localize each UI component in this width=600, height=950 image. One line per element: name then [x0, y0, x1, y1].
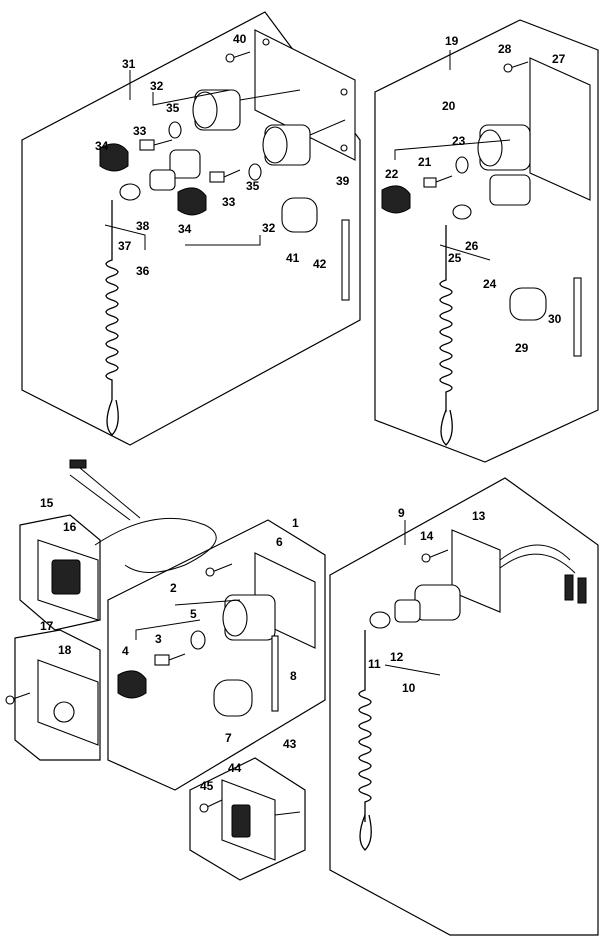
callout-22: 22: [385, 167, 399, 181]
callout-31: 31: [122, 57, 136, 71]
callout-19: 19: [445, 34, 459, 48]
callout-1: 1: [292, 516, 299, 530]
group-outline: [329, 477, 599, 936]
cap-4: [117, 670, 147, 699]
callout-15: 15: [40, 496, 54, 510]
group-outline: [374, 19, 599, 463]
callout-29: 29: [515, 341, 529, 355]
callout-7: 7: [225, 731, 232, 745]
callout-27: 27: [552, 52, 566, 66]
strap-30: [573, 277, 582, 357]
group-outline: [189, 757, 306, 881]
callout-32a: 32: [150, 79, 164, 93]
group-1-switch-assembly: [107, 519, 326, 791]
callout-21: 21: [418, 155, 432, 169]
callout-42: 42: [313, 257, 327, 271]
callout-44: 44: [228, 761, 242, 775]
cover-29: [509, 287, 547, 321]
callout-39: 39: [336, 174, 350, 188]
callout-12: 12: [390, 650, 404, 664]
rotary-knob: [53, 701, 75, 723]
callout-33a: 33: [133, 124, 147, 138]
callout-16: 16: [63, 520, 77, 534]
callout-30: 30: [548, 312, 562, 326]
lanyard-coil-left: [105, 200, 119, 400]
group-switch-panel-15: [19, 459, 217, 631]
callout-32b: 32: [262, 221, 276, 235]
mounting-plate-27: [529, 57, 591, 201]
callout-9: 9: [398, 506, 405, 520]
group-9-lanyard-switch: [329, 477, 599, 936]
callout-14: 14: [420, 529, 434, 543]
mounting-plate-13: [451, 529, 501, 613]
cover-7: [213, 679, 253, 717]
callout-33b: 33: [222, 195, 236, 209]
cap-34-left: [99, 143, 129, 172]
callout-20: 20: [442, 99, 456, 113]
mounting-plate-39: [254, 29, 356, 161]
callout-3: 3: [155, 632, 162, 646]
callout-28: 28: [498, 42, 512, 56]
callout-5: 5: [190, 607, 197, 621]
callout-26: 26: [465, 239, 479, 253]
callout-40: 40: [233, 32, 247, 46]
callout-2: 2: [170, 581, 177, 595]
callout-38: 38: [136, 219, 150, 233]
lanyard-switch: [169, 149, 201, 179]
callout-18: 18: [58, 643, 72, 657]
callout-45: 45: [200, 779, 214, 793]
group-knob-panel-17: [5, 629, 101, 761]
callout-13: 13: [472, 509, 486, 523]
callout-35a: 35: [166, 101, 180, 115]
cap-34-right: [177, 187, 207, 216]
callout-17: 17: [40, 619, 54, 633]
callout-10: 10: [402, 681, 416, 695]
toggle-switch: [51, 559, 81, 595]
cover-41: [281, 197, 318, 233]
strap-8: [271, 635, 279, 712]
callout-34b: 34: [178, 222, 192, 236]
group-outline: [21, 11, 361, 446]
group-outline: [107, 519, 326, 791]
lanyard-switch-10: [414, 584, 461, 621]
callout-43: 43: [283, 737, 297, 751]
group-dual-switch-box: [21, 11, 361, 446]
cap-22: [381, 185, 411, 214]
callout-35b: 35: [246, 179, 260, 193]
group-43-rocker: [189, 757, 306, 881]
callout-25: 25: [448, 251, 462, 265]
callout-34a: 34: [95, 139, 109, 153]
callout-24: 24: [483, 277, 497, 291]
lanyard-coil-right: [439, 225, 453, 412]
callout-4: 4: [122, 644, 129, 658]
callout-36: 36: [136, 264, 150, 278]
strap-42: [341, 219, 350, 301]
callout-labels: 1 2 3 4 5 6 7 8 9 10 11 12 13 14 15 16 1…: [40, 32, 566, 793]
callout-11: 11: [368, 657, 381, 671]
callout-8: 8: [290, 669, 297, 683]
rocker-switch: [231, 804, 251, 838]
callout-23: 23: [452, 134, 466, 148]
callout-6: 6: [276, 535, 283, 549]
callout-41: 41: [286, 251, 300, 265]
callout-37: 37: [118, 239, 132, 253]
group-single-switch-box: [374, 19, 599, 463]
lanyard-coil-bottom: [358, 630, 372, 822]
